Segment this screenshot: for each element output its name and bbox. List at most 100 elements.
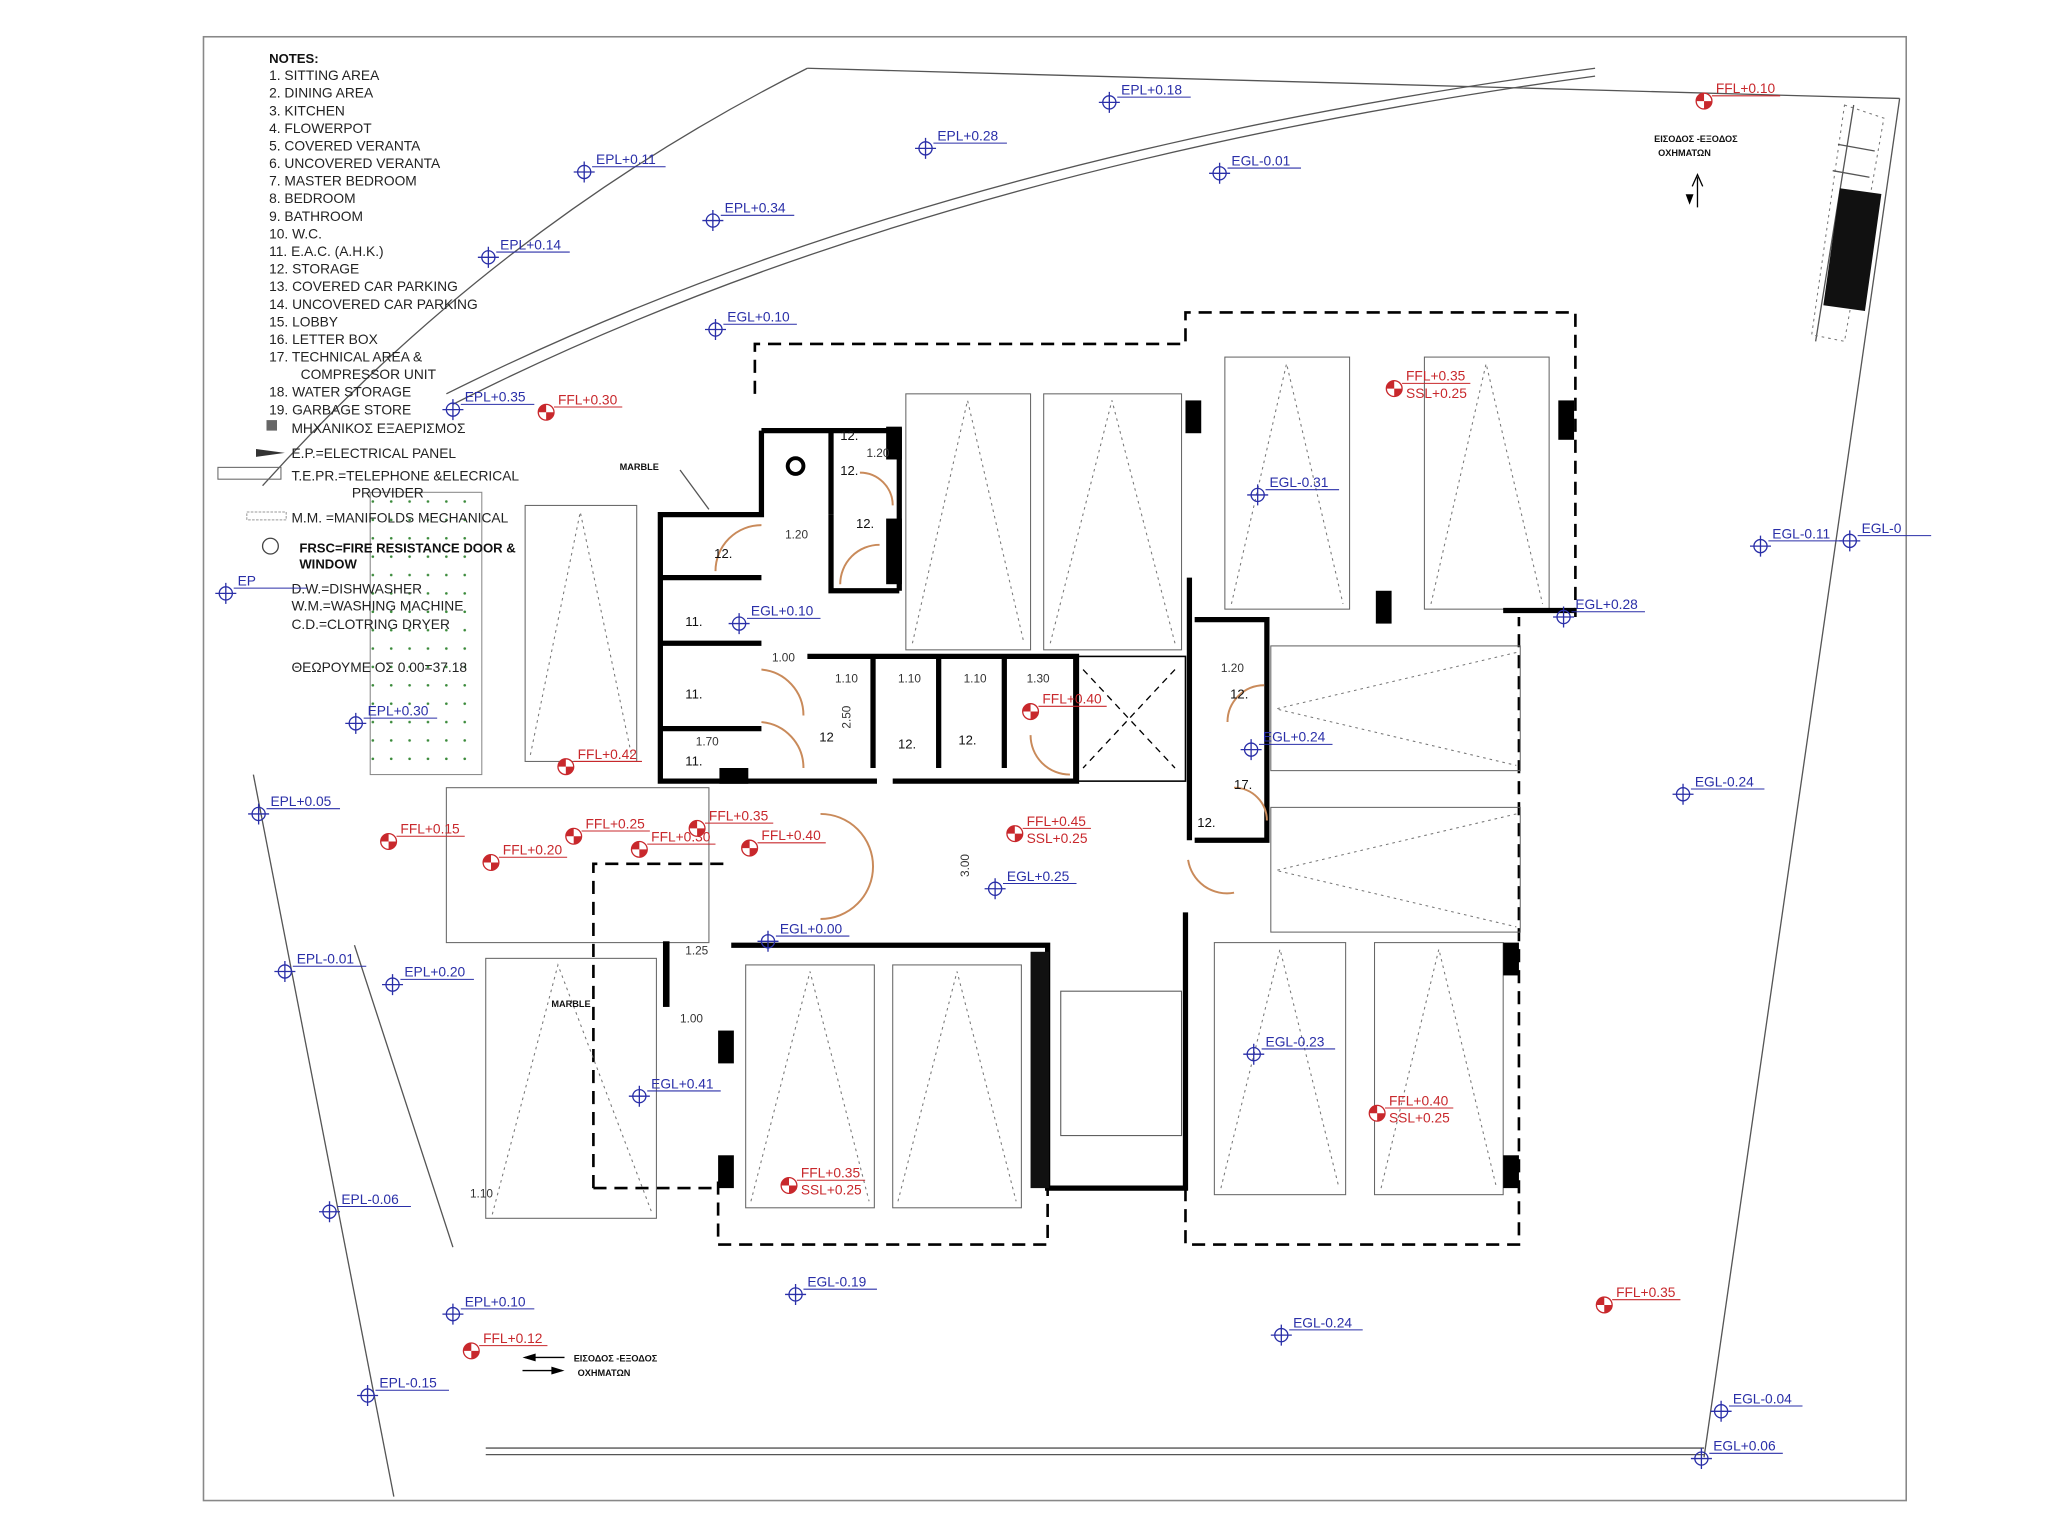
- vehicle-entry-top: ΕΙΣΟΔΟΣ -ΕΞΟΔΟΣ ΟΧΗΜΑΤΩΝ: [1654, 134, 1738, 208]
- level-label: EPL+0.30: [368, 703, 429, 718]
- existing-level-marker: EPL-0.01: [274, 952, 367, 982]
- existing-level-marker: EGL-0.24: [1672, 774, 1765, 805]
- finished-level-marker: FFL+0.40: [1022, 692, 1107, 721]
- existing-level-marker: EPL+0.34: [702, 201, 795, 232]
- level-label: EGL-0.23: [1266, 1034, 1325, 1049]
- existing-level-marker: EGL+0.10: [704, 310, 797, 341]
- level-label: EGL-0.19: [807, 1275, 866, 1290]
- existing-level-marker: EPL+0.14: [477, 237, 570, 268]
- legend-item: E.P.=ELECTRICAL PANEL: [291, 446, 456, 461]
- level-label: FFL+0.25: [586, 816, 646, 831]
- existing-level-marker: EPL+0.20: [382, 965, 474, 996]
- legend-item: C.D.=CLOTRING DRYER: [291, 617, 450, 632]
- level-label: EP: [238, 574, 256, 589]
- svg-text:12.: 12.: [898, 736, 916, 751]
- note-item: 13. COVERED CAR PARKING: [269, 279, 458, 294]
- note-item: 16. LETTER BOX: [269, 332, 378, 347]
- level-label: EPL+0.05: [270, 794, 331, 809]
- level-label: EPL+0.28: [937, 128, 998, 143]
- note-item: 6. UNCOVERED VERANTA: [269, 156, 441, 171]
- existing-level-marker: EGL+0.06: [1690, 1439, 1783, 1470]
- existing-level-marker: EPL+0.18: [1098, 83, 1191, 113]
- svg-text:3.00: 3.00: [958, 854, 972, 877]
- building-outline: [592, 311, 1577, 1246]
- svg-text:12.: 12.: [1230, 686, 1248, 701]
- svg-text:17.: 17.: [1234, 777, 1252, 792]
- finished-level-marker: FFL+0.25: [565, 816, 650, 845]
- existing-level-marker: EPL+0.10: [442, 1294, 535, 1325]
- finished-level-marker: FFL+0.15: [380, 822, 465, 851]
- svg-text:1.20: 1.20: [1221, 661, 1244, 675]
- finished-level-marker: FFL+0.35: [688, 809, 774, 837]
- level-label: EPL-0.06: [341, 1192, 399, 1207]
- svg-text:12.: 12.: [958, 732, 976, 747]
- legend-item: WINDOW: [299, 556, 357, 571]
- svg-text:1.70: 1.70: [696, 735, 719, 749]
- room-numbers: 12. 12. 12. 12. 11. 11. 11. 12 12. 12. 1…: [685, 428, 1252, 830]
- existing-level-marker: EPL+0.11: [573, 152, 666, 183]
- level-label: EGL+0.06: [1713, 1439, 1776, 1454]
- existing-level-marker: EGL+0.25: [984, 869, 1077, 900]
- existing-level-marker: EGL-0.24: [1270, 1315, 1363, 1346]
- finished-level-marker: FFL+0.30: [537, 392, 623, 421]
- finished-level-marker: FFL+0.40: [741, 828, 826, 857]
- vehicle-entry-bottom: ΕΙΣΟΔΟΣ -ΕΞΟΔΟΣ ΟΧΗΜΑΤΩΝ: [522, 1353, 658, 1378]
- level-label: FFL+0.15: [400, 822, 460, 837]
- legend-item: ΜΗΧΑΝΙΚΟΣ ΕΞΑΕΡΙΣΜΟΣ: [291, 421, 465, 436]
- existing-level-marker: EGL-0.04: [1710, 1391, 1803, 1422]
- level-label: FFL+0.40: [761, 828, 821, 843]
- svg-text:12.: 12.: [1197, 815, 1215, 830]
- existing-level-marker: EGL-0.31: [1247, 475, 1340, 506]
- marble-labels: MARBLE MARBLE: [551, 462, 710, 1009]
- level-label: EGL-0: [1862, 521, 1902, 536]
- svg-text:12.: 12.: [856, 516, 874, 531]
- existing-level-marker: EPL+0.30: [345, 703, 438, 734]
- note-item: 7. MASTER BEDROOM: [269, 174, 417, 189]
- note-item: 8. BEDROOM: [269, 191, 355, 206]
- slab-level-label: SSL+0.25: [1389, 1110, 1450, 1125]
- svg-text:12.: 12.: [840, 463, 858, 478]
- drawing-frame: [202, 35, 1908, 1502]
- legend-item: PROVIDER: [352, 486, 424, 501]
- level-label: EGL-0.04: [1733, 1391, 1792, 1406]
- note-item: 14. UNCOVERED CAR PARKING: [269, 297, 478, 312]
- existing-level-marker: EP: [215, 574, 308, 604]
- svg-text:12: 12: [819, 730, 834, 745]
- legend-item: T.E.PR.=TELEPHONE &ELECRICAL: [291, 468, 519, 483]
- level-label: EPL-0.01: [297, 952, 354, 967]
- existing-level-marker: EGL+0.24: [1240, 730, 1333, 761]
- level-label: EPL+0.11: [596, 152, 656, 167]
- level-label: EPL+0.20: [404, 965, 465, 980]
- svg-text:11.: 11.: [685, 753, 702, 768]
- existing-level-marker: EGL-0.11: [1749, 526, 1842, 557]
- slab-level-label: SSL+0.25: [1027, 831, 1088, 846]
- svg-text:1.00: 1.00: [772, 651, 795, 665]
- ramp-stairs: [1811, 104, 1885, 342]
- existing-level-markers: EPL+0.11 EPL+0.28 EPL+0.18 EGL-0.01 EPL+…: [215, 83, 1932, 1470]
- level-label: EGL+0.41: [651, 1076, 713, 1091]
- level-label: FFL+0.10: [1716, 81, 1776, 96]
- legend-item: ΘΕΩΡΟΥΜΕ ΟΣ 0.00=37.18: [291, 660, 467, 675]
- level-label: EGL+0.00: [780, 921, 843, 936]
- level-label: EGL+0.24: [1263, 730, 1326, 745]
- svg-text:ΟΧΗΜΑΤΩΝ: ΟΧΗΜΑΤΩΝ: [578, 1368, 631, 1378]
- finished-level-marker: FFL+0.12: [462, 1331, 548, 1360]
- level-label: FFL+0.42: [578, 747, 637, 762]
- existing-level-marker: EGL-0.01: [1209, 153, 1302, 184]
- level-label: FFL+0.35: [709, 809, 769, 824]
- existing-level-marker: EPL-0.06: [319, 1192, 411, 1223]
- level-label: EGL-0.01: [1231, 153, 1290, 168]
- note-item: 9. BATHROOM: [269, 209, 363, 224]
- legend-item: W.M.=WASHING MACHINE: [291, 598, 463, 613]
- note-item: COMPRESSOR UNIT: [301, 367, 437, 382]
- level-label: EGL+0.10: [751, 604, 814, 619]
- note-item: 15. LOBBY: [269, 314, 338, 329]
- level-label: EGL-0.31: [1269, 475, 1328, 490]
- level-label: FFL+0.35: [801, 1166, 861, 1181]
- level-label: EPL+0.18: [1121, 83, 1182, 98]
- level-label: EPL+0.10: [465, 1294, 526, 1309]
